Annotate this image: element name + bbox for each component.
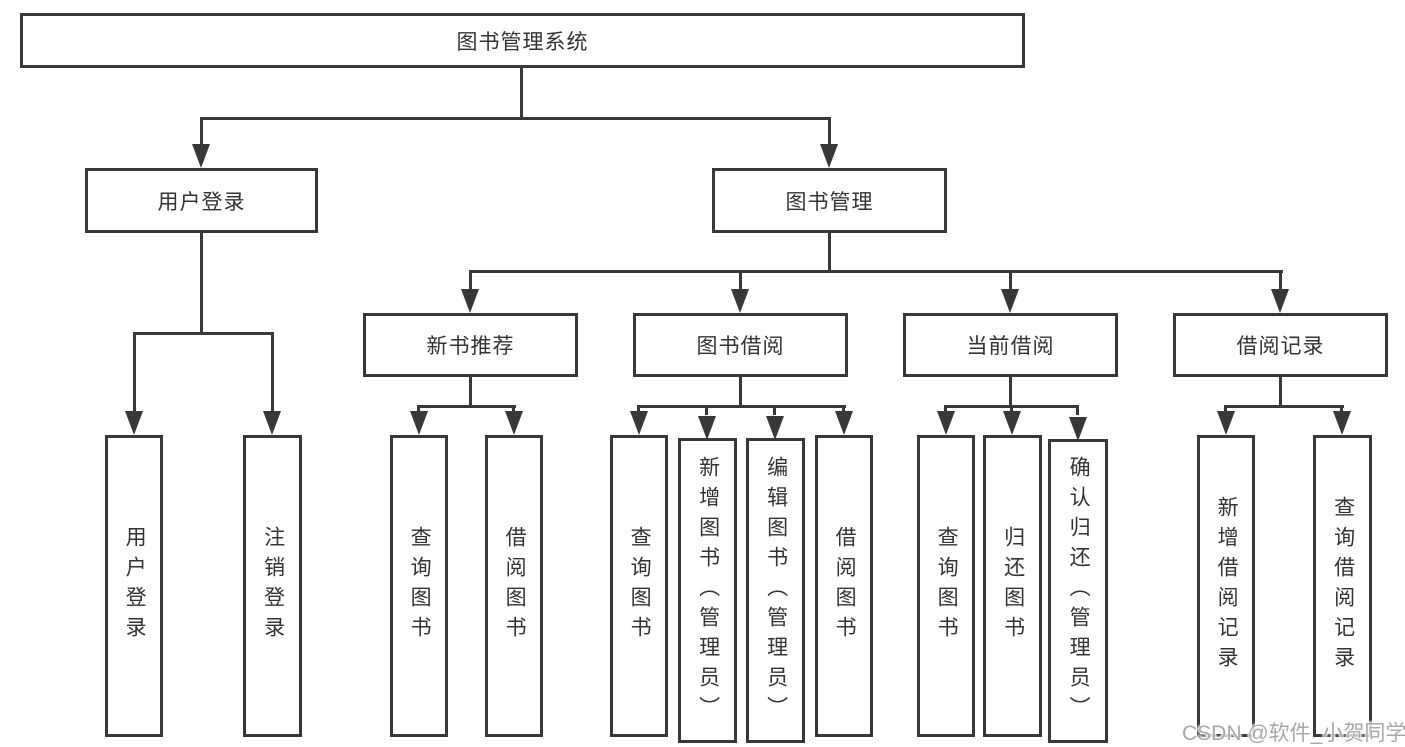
connector-line bbox=[739, 270, 742, 293]
arrowhead-icon bbox=[1217, 411, 1235, 435]
connector-line bbox=[1225, 405, 1344, 408]
leaf-logout: 注销登录 bbox=[243, 435, 302, 737]
connector-line bbox=[512, 405, 515, 415]
node-label: 用户登录 bbox=[123, 526, 147, 646]
leaf-confirm-return-admin: 确认归还（管理员） bbox=[1048, 439, 1108, 743]
arrowhead-icon bbox=[410, 411, 428, 435]
arrowhead-icon bbox=[125, 411, 143, 435]
node-label: 借阅图书 bbox=[503, 526, 527, 646]
connector-line bbox=[520, 68, 523, 119]
node-label: 借阅图书 bbox=[833, 526, 857, 646]
node-user-login: 用户登录 bbox=[85, 168, 318, 233]
node-label: 图书管理系统 bbox=[456, 30, 589, 54]
node-label: 查询图书 bbox=[408, 526, 432, 646]
connector-line bbox=[828, 117, 831, 149]
connector-line bbox=[1340, 405, 1343, 415]
leaf-query-books-recommend: 查询图书 bbox=[390, 435, 448, 737]
node-label: 图书借阅 bbox=[696, 335, 785, 358]
arrowhead-icon bbox=[192, 144, 210, 168]
arrowhead-icon bbox=[766, 416, 784, 440]
leaf-borrow-books: 借阅图书 bbox=[815, 435, 873, 737]
node-borrow-records: 借阅记录 bbox=[1173, 313, 1388, 377]
node-label: 图书管理 bbox=[785, 190, 874, 214]
connector-line bbox=[200, 117, 203, 149]
node-label: 新增借阅记录 bbox=[1215, 496, 1239, 676]
connector-line bbox=[1009, 270, 1012, 293]
connector-line bbox=[1224, 405, 1227, 415]
node-label: 当前借阅 bbox=[966, 335, 1055, 358]
arrowhead-icon bbox=[820, 144, 838, 168]
arrowhead-icon bbox=[505, 411, 523, 435]
leaf-borrow-books-recommend: 借阅图书 bbox=[485, 435, 543, 737]
connector-line bbox=[418, 405, 516, 408]
connector-line bbox=[637, 405, 640, 415]
connector-line bbox=[1076, 405, 1079, 415]
leaf-query-books-borrow: 查询图书 bbox=[610, 435, 668, 737]
arrowhead-icon bbox=[698, 416, 716, 440]
connector-line bbox=[133, 332, 136, 414]
leaf-add-borrow-record: 新增借阅记录 bbox=[1197, 435, 1255, 737]
connector-line bbox=[1279, 270, 1282, 293]
arrowhead-icon bbox=[937, 411, 955, 435]
connector-line bbox=[705, 405, 708, 415]
leaf-add-book-admin: 新增图书（管理员） bbox=[678, 438, 737, 743]
arrowhead-icon bbox=[835, 411, 853, 435]
node-label: 归还图书 bbox=[1001, 526, 1025, 646]
connector-line bbox=[828, 233, 831, 273]
arrowhead-icon bbox=[1001, 289, 1019, 313]
node-label: 确认归还（管理员） bbox=[1067, 456, 1091, 726]
watermark: CSDN @软件_小贺同学 bbox=[1182, 722, 1405, 745]
arrowhead-icon bbox=[1271, 289, 1289, 313]
node-book-borrow: 图书借阅 bbox=[633, 313, 848, 377]
node-label: 注销登录 bbox=[261, 526, 285, 646]
leaf-user-login: 用户登录 bbox=[105, 435, 163, 737]
connector-line bbox=[944, 405, 947, 415]
leaf-edit-book-admin: 编辑图书（管理员） bbox=[746, 438, 805, 743]
connector-line bbox=[842, 405, 845, 415]
arrowhead-icon bbox=[263, 411, 281, 435]
connector-line bbox=[739, 377, 742, 408]
connector-line bbox=[1010, 405, 1013, 415]
connector-line bbox=[469, 270, 472, 293]
node-new-book-recommend: 新书推荐 bbox=[363, 313, 578, 377]
node-label: 编辑图书（管理员） bbox=[764, 455, 788, 726]
arrowhead-icon bbox=[1333, 411, 1351, 435]
connector-line bbox=[1279, 377, 1282, 408]
arrowhead-icon bbox=[630, 411, 648, 435]
connector-line bbox=[638, 405, 846, 408]
node-label: 借阅记录 bbox=[1236, 335, 1325, 358]
node-label: 用户登录 bbox=[157, 190, 246, 214]
connector-line bbox=[417, 405, 420, 415]
connector-line bbox=[133, 332, 274, 335]
leaf-query-books-current: 查询图书 bbox=[917, 435, 975, 737]
connector-line bbox=[271, 332, 274, 414]
arrowhead-icon bbox=[1069, 417, 1087, 441]
node-label: 新增图书（管理员） bbox=[696, 455, 720, 726]
node-label: 新书推荐 bbox=[426, 335, 515, 358]
connector-line bbox=[1009, 377, 1012, 408]
node-library-system: 图书管理系统 bbox=[20, 13, 1025, 68]
arrowhead-icon bbox=[1003, 411, 1021, 435]
node-label: 查询图书 bbox=[935, 526, 959, 646]
connector-line bbox=[773, 405, 776, 415]
connector-line bbox=[200, 233, 203, 334]
leaf-query-borrow-record: 查询借阅记录 bbox=[1313, 435, 1372, 737]
arrowhead-icon bbox=[731, 289, 749, 313]
node-label: 查询图书 bbox=[628, 526, 652, 646]
connector-line bbox=[200, 117, 831, 120]
node-current-borrow: 当前借阅 bbox=[903, 313, 1118, 377]
arrowhead-icon bbox=[461, 289, 479, 313]
connector-line bbox=[469, 270, 1283, 273]
leaf-return-books: 归还图书 bbox=[983, 435, 1042, 737]
node-label: 查询借阅记录 bbox=[1331, 496, 1355, 676]
connector-line bbox=[469, 377, 472, 408]
node-book-management: 图书管理 bbox=[712, 168, 947, 233]
